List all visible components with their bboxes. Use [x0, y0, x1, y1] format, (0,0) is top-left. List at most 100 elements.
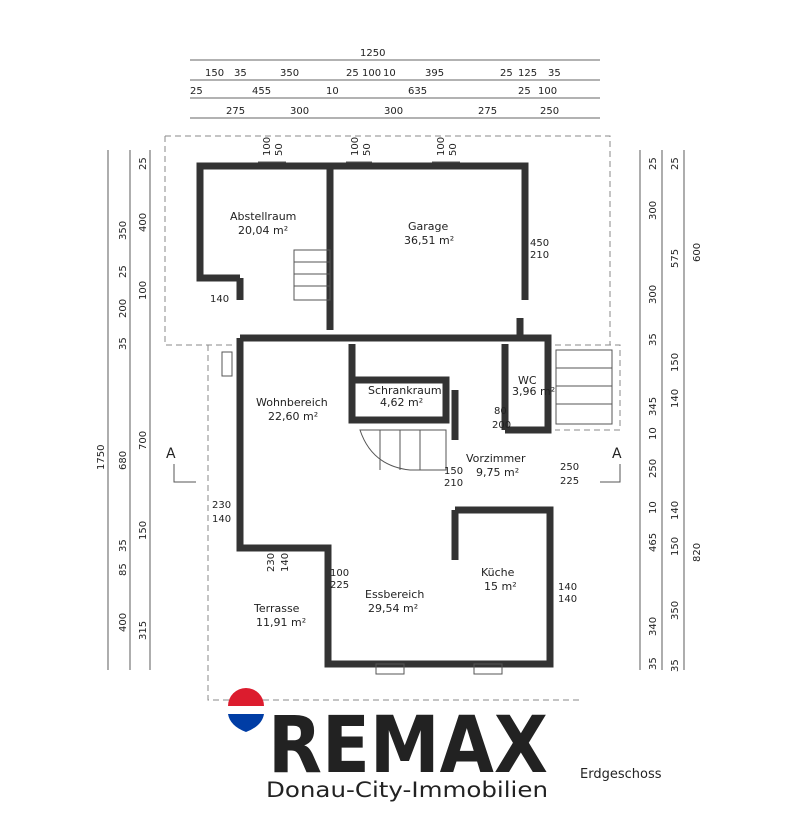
dim-label: 455 [252, 86, 271, 97]
dim-label: 300 [290, 106, 309, 117]
dim-label: 200 [492, 420, 511, 431]
dim-label: 35 [648, 657, 659, 670]
room-terrasse-name: Terrasse [253, 602, 300, 615]
dim-label: 340 [648, 617, 659, 636]
dim-label: 35 [648, 333, 659, 346]
room-schrankraum-name: Schrankraum [368, 384, 442, 397]
dim-label: 50 [448, 143, 459, 156]
room-abstellraum-area: 20,04 m² [238, 224, 288, 237]
dim-label: 50 [274, 143, 285, 156]
dim-right-total: 820 [692, 543, 703, 562]
dim-label: 25 [648, 157, 659, 170]
dim-label: 100 [262, 137, 273, 156]
dim-label: 465 [648, 533, 659, 552]
dim-label: 100 [330, 568, 349, 579]
dim-label: 100 [138, 281, 149, 300]
dim-label: 575 [670, 249, 681, 268]
right-dimensions: 25 300 300 35 345 10 250 10 465 340 35 2… [639, 150, 703, 672]
windows [221, 161, 503, 675]
dim-label: 140 [280, 553, 291, 572]
room-schrankraum-area: 4,62 m² [380, 396, 423, 409]
dim-label: 140 [210, 294, 229, 305]
dim-label: 25 [346, 68, 359, 79]
room-wohnbereich-area: 22,60 m² [268, 410, 318, 423]
dim-label: 140 [670, 389, 681, 408]
section-marker-right: A [612, 446, 622, 462]
dim-label: 315 [138, 621, 149, 640]
room-kueche-area: 15 m² [484, 580, 517, 593]
dim-label: 35 [234, 68, 247, 79]
dim-label: 150 [670, 353, 681, 372]
dim-label: 150 [205, 68, 224, 79]
dim-label: 395 [425, 68, 444, 79]
dim-label: 210 [530, 250, 549, 261]
dim-label: 230 [266, 553, 277, 572]
dim-label: 300 [384, 106, 403, 117]
dim-label: 200 [118, 299, 129, 318]
dim-label: 25 [190, 86, 203, 97]
property-outline [164, 135, 621, 701]
room-essbereich-name: Essbereich [365, 588, 424, 601]
dim-label: 345 [648, 397, 659, 416]
dim-label: 80 [494, 406, 507, 417]
dim-label: 450 [530, 238, 549, 249]
dim-label: 250 [540, 106, 559, 117]
room-garage-name: Garage [408, 220, 449, 233]
dim-label: 25 [138, 157, 149, 170]
left-dimensions: 1750 350 25 200 35 680 35 85 400 25 400 … [96, 150, 151, 670]
dim-label: 275 [226, 106, 245, 117]
dim-label: 350 [670, 601, 681, 620]
dim-label: 25 [518, 86, 531, 97]
room-abstellraum-name: Abstellraum [230, 210, 296, 223]
room-essbereich-area: 29,54 m² [368, 602, 418, 615]
dim-label: 140 [670, 501, 681, 520]
dim-label: 225 [560, 476, 579, 487]
logo-brand: REMAX [268, 701, 548, 791]
section-markers: A A [166, 446, 622, 483]
dim-label: 10 [383, 68, 396, 79]
room-terrasse-area: 11,91 m² [256, 616, 306, 629]
dim-label: 100 [538, 86, 557, 97]
dim-label: 635 [408, 86, 427, 97]
dim-label: 35 [670, 659, 681, 672]
dim-label: 10 [648, 427, 659, 440]
stairs [293, 249, 613, 471]
dim-left-total: 1750 [96, 445, 107, 470]
dim-label: 35 [548, 68, 561, 79]
balloon-icon [228, 688, 264, 732]
dim-label: 150 [670, 537, 681, 556]
dim-label: 35 [118, 539, 129, 552]
dim-label: 400 [118, 613, 129, 632]
dim-label: 700 [138, 431, 149, 450]
room-labels: Abstellraum 20,04 m² Garage 36,51 m² Woh… [230, 210, 555, 629]
dim-label: 25 [500, 68, 513, 79]
dim-label: 400 [138, 213, 149, 232]
dim-label: 25 [118, 265, 129, 278]
dim-label: 210 [444, 478, 463, 489]
dim-label: 150 [444, 466, 463, 477]
room-wohnbereich-name: Wohnbereich [256, 396, 328, 409]
dim-label: 225 [330, 580, 349, 591]
top-dimensions: 1250 150 35 350 25 100 10 395 25 125 35 … [190, 48, 600, 119]
section-marker-left: A [166, 446, 176, 462]
dim-label: 25 [670, 157, 681, 170]
dim-label: 85 [118, 563, 129, 576]
room-garage-area: 36,51 m² [404, 234, 454, 247]
dim-label: 140 [212, 514, 231, 525]
logo-subtitle: Donau-City-Immobilien [266, 778, 548, 802]
dim-label: 100 [362, 68, 381, 79]
dim-label: 350 [118, 221, 129, 240]
walls [196, 162, 554, 668]
floor-label: Erdgeschoss [580, 767, 662, 782]
dim-label: 10 [326, 86, 339, 97]
dim-label: 35 [118, 337, 129, 350]
room-wc-area: 3,96 m² [512, 385, 555, 398]
dim-label: 100 [436, 137, 447, 156]
dim-label: 680 [118, 451, 129, 470]
dim-label: 275 [478, 106, 497, 117]
dim-label: 125 [518, 68, 537, 79]
dim-label: 100 [350, 137, 361, 156]
dim-label: 250 [648, 459, 659, 478]
room-wc-name: WC [518, 374, 537, 387]
